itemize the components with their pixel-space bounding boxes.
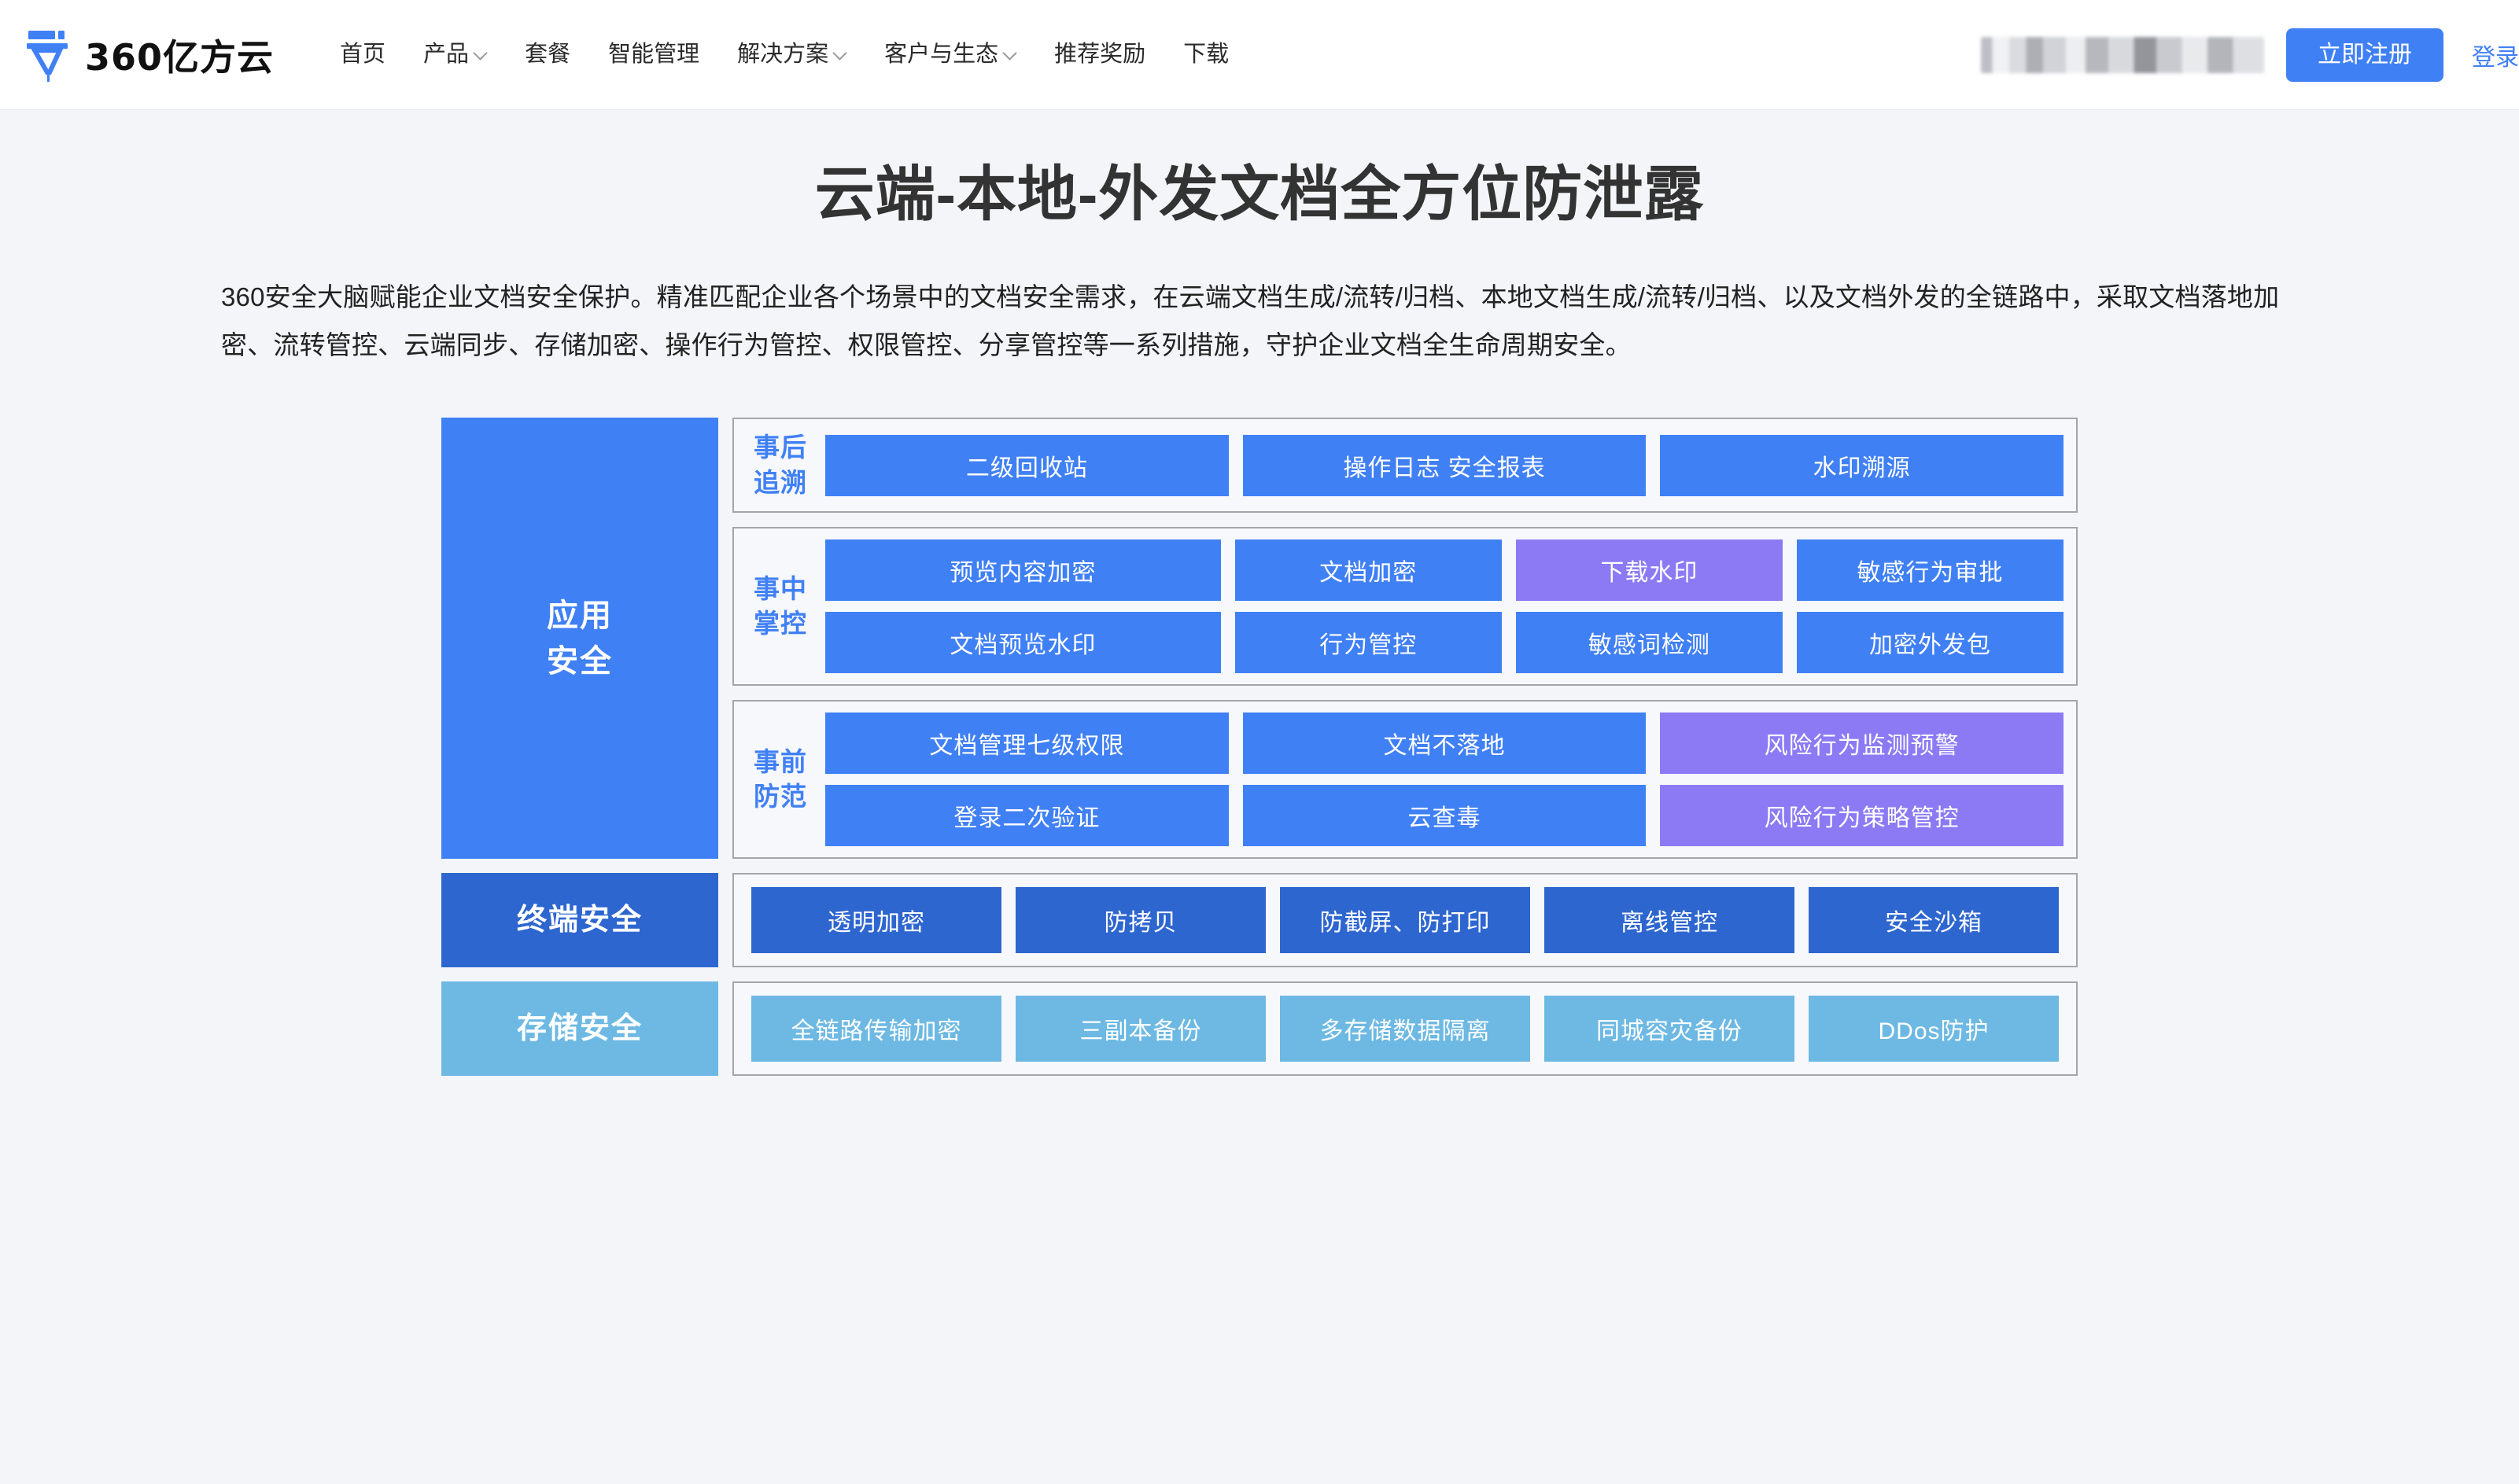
nav-label: 智能管理 <box>608 42 700 67</box>
stage-name-line-1: 事中 <box>754 573 807 603</box>
tile-risk-behavior-monitoring-alert[interactable]: 风险行为监测预警 <box>1660 713 2064 775</box>
nav-label: 解决方案 <box>737 42 829 67</box>
endpoint-security-row: 终端安全 透明加密 防拷贝 防截屏、防打印 离线管控 安全沙箱 <box>441 873 2078 968</box>
chevron-down-icon <box>474 47 487 60</box>
tile-cloud-antivirus[interactable]: 云查毒 <box>1242 785 1647 847</box>
brand-name: 360亿方云 <box>85 35 275 79</box>
stage-panels: 事后 追溯 二级回收站 操作日志 安全报表 水印溯源 事中 掌控 <box>732 418 2078 860</box>
nav-label: 套餐 <box>525 42 571 67</box>
chevron-down-icon <box>1004 47 1016 60</box>
endpoint-security-panel: 透明加密 防拷贝 防截屏、防打印 离线管控 安全沙箱 <box>732 873 2078 968</box>
stage-panel-post-incident: 事后 追溯 二级回收站 操作日志 安全报表 水印溯源 <box>732 418 2078 514</box>
security-architecture-diagram: 应用 安全 事后 追溯 二级回收站 操作日志 安全报表 水印溯源 <box>441 418 2078 1077</box>
page-title: 云端-本地-外发文档全方位防泄露 <box>814 161 1705 228</box>
tile-anti-screenshot-anti-print[interactable]: 防截屏、防打印 <box>1280 887 1530 954</box>
stage-name-pre-incident-prevention: 事前 防范 <box>747 745 814 815</box>
stage-row: 文档管理七级权限 文档不落地 风险行为监测预警 <box>825 713 2064 775</box>
stage-grid: 预览内容加密 文档加密 下载水印 敏感行为审批 文档预览水印 行为管控 敏感词检… <box>825 539 2064 674</box>
storage-security-row: 存储安全 全链路传输加密 三副本备份 多存储数据隔离 同城容灾备份 DDos防护 <box>441 981 2078 1077</box>
application-security-row: 应用 安全 事后 追溯 二级回收站 操作日志 安全报表 水印溯源 <box>441 418 2078 860</box>
nav-item-smart-management[interactable]: 智能管理 <box>589 43 718 66</box>
tile-ddos-protection[interactable]: DDos防护 <box>1809 996 2059 1062</box>
nav-item-home[interactable]: 首页 <box>321 43 404 66</box>
storage-security-panel: 全链路传输加密 三副本备份 多存储数据隔离 同城容灾备份 DDos防护 <box>732 981 2078 1077</box>
tile-anti-copy[interactable]: 防拷贝 <box>1016 887 1266 954</box>
stage-name-line-2: 追溯 <box>754 467 807 497</box>
nav-label: 首页 <box>340 42 386 67</box>
nav-item-referral-rewards[interactable]: 推荐奖励 <box>1035 43 1164 66</box>
tile-security-sandbox[interactable]: 安全沙箱 <box>1809 887 2059 954</box>
chevron-down-icon <box>834 47 846 60</box>
tile-sensitive-word-detection[interactable]: 敏感词检测 <box>1515 612 1783 674</box>
nav-item-solutions[interactable]: 解决方案 <box>718 43 865 66</box>
main-navigation: 首页 产品 套餐 智能管理 解决方案 客户与生态 推荐奖励 下载 <box>321 43 1248 66</box>
nav-item-customers-ecosystem[interactable]: 客户与生态 <box>865 43 1035 66</box>
tile-behavior-control[interactable]: 行为管控 <box>1234 612 1502 674</box>
page-description: 360安全大脑赋能企业文档安全保护。精准匹配企业各个场景中的文档安全需求，在云端… <box>221 282 2280 360</box>
pen-nib-logo-icon <box>27 30 68 82</box>
stage-row: 预览内容加密 文档加密 下载水印 敏感行为审批 <box>825 539 2064 602</box>
tile-multi-storage-data-isolation[interactable]: 多存储数据隔离 <box>1280 996 1530 1062</box>
tile-document-encryption[interactable]: 文档加密 <box>1234 539 1502 602</box>
nav-item-download[interactable]: 下载 <box>1164 43 1248 66</box>
stage-panel-pre-incident-prevention: 事前 防范 文档管理七级权限 文档不落地 风险行为监测预警 登录二次验证 云查毒… <box>732 700 2078 860</box>
brand-logo[interactable]: 360亿方云 <box>24 27 274 83</box>
stage-grid: 文档管理七级权限 文档不落地 风险行为监测预警 登录二次验证 云查毒 风险行为策… <box>825 713 2064 847</box>
stage-name-line-2: 掌控 <box>754 609 807 639</box>
stage-row: 登录二次验证 云查毒 风险行为策略管控 <box>825 785 2064 847</box>
tile-triple-replica-backup[interactable]: 三副本备份 <box>1016 996 1266 1062</box>
tile-login-two-factor[interactable]: 登录二次验证 <box>825 785 1229 847</box>
label-line-2: 安全 <box>547 643 613 679</box>
tile-preview-content-encryption[interactable]: 预览内容加密 <box>825 539 1221 602</box>
tile-transparent-encryption[interactable]: 透明加密 <box>751 887 1001 954</box>
tile-offline-control[interactable]: 离线管控 <box>1544 887 1794 954</box>
storage-security-label: 存储安全 <box>441 981 718 1077</box>
tile-full-link-transmission-encryption[interactable]: 全链路传输加密 <box>751 996 1001 1062</box>
site-header: 360亿方云 首页 产品 套餐 智能管理 解决方案 客户与生态 推荐奖励 下载 <box>0 0 2519 110</box>
register-button[interactable]: 立即注册 <box>2286 28 2443 82</box>
nav-item-packages[interactable]: 套餐 <box>506 43 589 66</box>
stage-name-line-1: 事前 <box>754 746 807 776</box>
nav-label: 推荐奖励 <box>1054 42 1146 67</box>
stage-row: 二级回收站 操作日志 安全报表 水印溯源 <box>825 434 2064 496</box>
tile-secondary-recycle-bin[interactable]: 二级回收站 <box>825 434 1229 496</box>
tile-risk-behavior-policy-control[interactable]: 风险行为策略管控 <box>1660 785 2064 847</box>
header-actions: 立即注册 登录 <box>1981 28 2519 82</box>
user-account-redacted[interactable] <box>1981 36 2264 73</box>
tile-seven-level-permissions[interactable]: 文档管理七级权限 <box>825 713 1229 775</box>
nav-label: 产品 <box>423 42 470 67</box>
application-security-label: 应用 安全 <box>441 418 718 860</box>
nav-label: 下载 <box>1183 42 1230 67</box>
endpoint-security-label: 终端安全 <box>441 873 718 968</box>
stage-name-line-2: 防范 <box>754 782 807 812</box>
tile-operation-log-security-report[interactable]: 操作日志 安全报表 <box>1242 434 1647 496</box>
tile-watermark-traceability[interactable]: 水印溯源 <box>1660 434 2064 496</box>
stage-name-in-process-control: 事中 掌控 <box>747 572 814 642</box>
stage-panel-in-process-control: 事中 掌控 预览内容加密 文档加密 下载水印 敏感行为审批 文档预览水印 行为管… <box>732 527 2078 687</box>
label-line-1: 应用 <box>547 598 613 633</box>
tile-download-watermark[interactable]: 下载水印 <box>1515 539 1783 602</box>
stage-name-line-1: 事后 <box>754 433 807 462</box>
tile-document-preview-watermark[interactable]: 文档预览水印 <box>825 612 1221 674</box>
tile-same-city-disaster-recovery-backup[interactable]: 同城容灾备份 <box>1544 996 1794 1062</box>
nav-item-products[interactable]: 产品 <box>404 43 506 66</box>
tile-no-local-document[interactable]: 文档不落地 <box>1242 713 1647 775</box>
nav-label: 客户与生态 <box>884 42 999 67</box>
tile-sensitive-behavior-approval[interactable]: 敏感行为审批 <box>1796 539 2064 602</box>
login-link[interactable]: 登录 <box>2472 44 2519 71</box>
hero-section: 云端-本地-外发文档全方位防泄露 360安全大脑赋能企业文档安全保护。精准匹配企… <box>0 110 2519 369</box>
stage-grid: 二级回收站 操作日志 安全报表 水印溯源 <box>825 434 2064 496</box>
stage-name-post-incident: 事后 追溯 <box>747 430 814 500</box>
tile-encrypted-outgoing-package[interactable]: 加密外发包 <box>1796 612 2064 674</box>
stage-row: 文档预览水印 行为管控 敏感词检测 加密外发包 <box>825 612 2064 674</box>
